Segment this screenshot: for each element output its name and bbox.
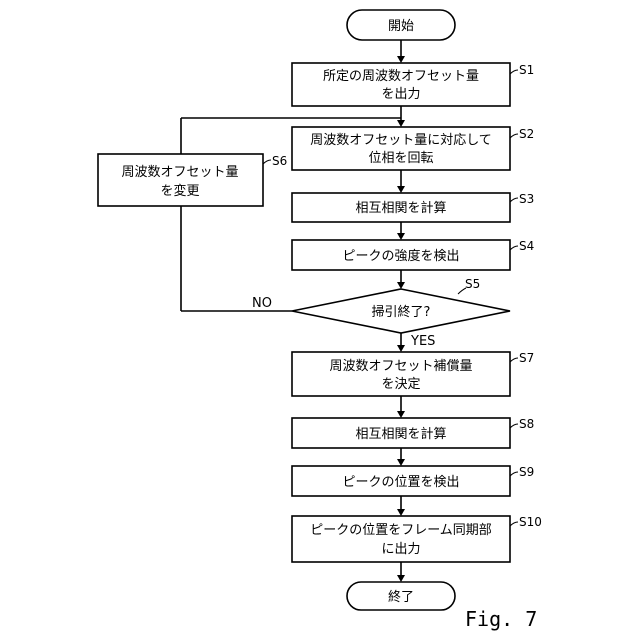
s5-label: S5	[465, 277, 480, 291]
s6-line-2: を変更	[160, 183, 199, 199]
s8-label: S8	[519, 417, 534, 431]
step-s2: 周波数オフセット量に対応して 位相を回転 S2	[292, 127, 534, 170]
step-s7: 周波数オフセット補償量 を決定 S7	[292, 351, 534, 396]
s6-label: S6	[272, 154, 287, 168]
s7-label: S7	[519, 351, 534, 365]
start-terminal: 開始	[347, 10, 455, 40]
step-s8: 相互相関を計算 S8	[292, 417, 534, 448]
s10-line-1: ピークの位置をフレーム同期部	[310, 523, 492, 538]
s9-label: S9	[519, 465, 534, 479]
s4-label: S4	[519, 239, 534, 253]
s7-line-1: 周波数オフセット補償量	[329, 359, 472, 374]
step-s9: ピークの位置を検出 S9	[292, 465, 534, 496]
step-s4: ピークの強度を検出 S4	[292, 239, 534, 270]
s2-label: S2	[519, 127, 534, 141]
s2-line-2: 位相を回転	[368, 151, 433, 166]
s10-label: S10	[519, 515, 542, 529]
start-text: 開始	[388, 19, 414, 34]
end-text: 終了	[388, 589, 414, 605]
s5-text: 掃引終了?	[372, 304, 431, 320]
s1-label: S1	[519, 63, 534, 77]
end-terminal: 終了	[347, 582, 455, 610]
step-s6: 周波数オフセット量 を変更 S6	[98, 154, 287, 206]
yes-branch-label: YES	[410, 334, 435, 349]
s7-line-2: を決定	[381, 377, 420, 392]
s10-line-2: に出力	[381, 542, 420, 557]
s8-line-1: 相互相関を計算	[355, 426, 446, 442]
step-s10: ピークの位置をフレーム同期部 に出力 S10	[292, 515, 542, 562]
figure-label: Fig. 7	[465, 607, 537, 631]
step-s1: 所定の周波数オフセット量 を出力 S1	[292, 63, 534, 106]
s1-line-1: 所定の周波数オフセット量	[323, 69, 479, 84]
step-s3: 相互相関を計算 S3	[292, 192, 534, 222]
s2-line-1: 周波数オフセット量に対応して	[310, 133, 492, 148]
s1-line-2: を出力	[381, 87, 420, 102]
s4-line-1: ピークの強度を検出	[342, 248, 459, 264]
s9-line-1: ピークの位置を検出	[342, 475, 459, 490]
no-branch-label: NO	[252, 296, 272, 311]
s6-line-1: 周波数オフセット量	[121, 165, 238, 180]
s3-label: S3	[519, 192, 534, 206]
s3-line-1: 相互相関を計算	[355, 200, 446, 216]
